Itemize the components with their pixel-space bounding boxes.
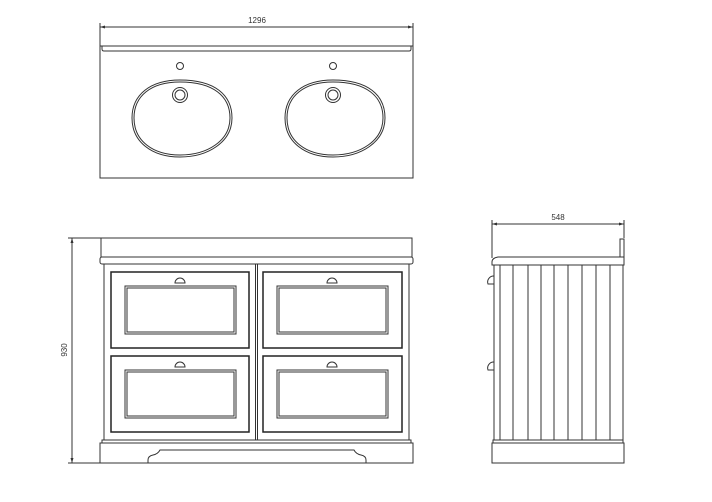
tap-hole bbox=[329, 62, 337, 70]
worktop-edge bbox=[99, 256, 414, 265]
drain bbox=[325, 87, 341, 103]
back-upstand bbox=[101, 46, 412, 52]
drawer-top-right bbox=[262, 271, 403, 349]
basin-right bbox=[284, 62, 386, 158]
drain bbox=[172, 87, 188, 103]
plinth bbox=[99, 442, 414, 464]
handle-icon bbox=[174, 361, 186, 368]
height-dimension: 930 bbox=[60, 237, 101, 464]
handle-icon bbox=[487, 275, 495, 285]
handle-icon bbox=[174, 277, 186, 284]
handle-icon bbox=[487, 361, 495, 371]
depth-label: 548 bbox=[551, 213, 565, 222]
upstand bbox=[619, 238, 625, 257]
drawer-bottom-left bbox=[110, 355, 250, 433]
width-dimension: 1296 bbox=[99, 16, 414, 46]
carcass bbox=[103, 263, 410, 441]
front-view: 930 bbox=[60, 237, 414, 464]
height-label: 930 bbox=[60, 343, 69, 357]
side-worktop bbox=[491, 256, 625, 266]
drawer-top-left bbox=[110, 271, 250, 349]
drawer-bottom-right bbox=[262, 355, 403, 433]
side-plinth bbox=[491, 442, 625, 464]
depth-dimension: 548 bbox=[491, 213, 625, 258]
worktop-outline bbox=[99, 45, 414, 179]
drawers bbox=[110, 271, 403, 433]
plinth-cutout bbox=[147, 449, 367, 463]
width-label: 1296 bbox=[248, 16, 266, 25]
top-view: 1296 bbox=[99, 16, 414, 179]
tongue-groove-slats bbox=[499, 265, 611, 440]
handle-icon bbox=[326, 277, 338, 284]
side-view: 548 bbox=[487, 213, 625, 464]
handle-icon bbox=[326, 361, 338, 368]
basin-left bbox=[131, 62, 233, 158]
tap-hole bbox=[176, 62, 184, 70]
worktop bbox=[100, 237, 413, 258]
